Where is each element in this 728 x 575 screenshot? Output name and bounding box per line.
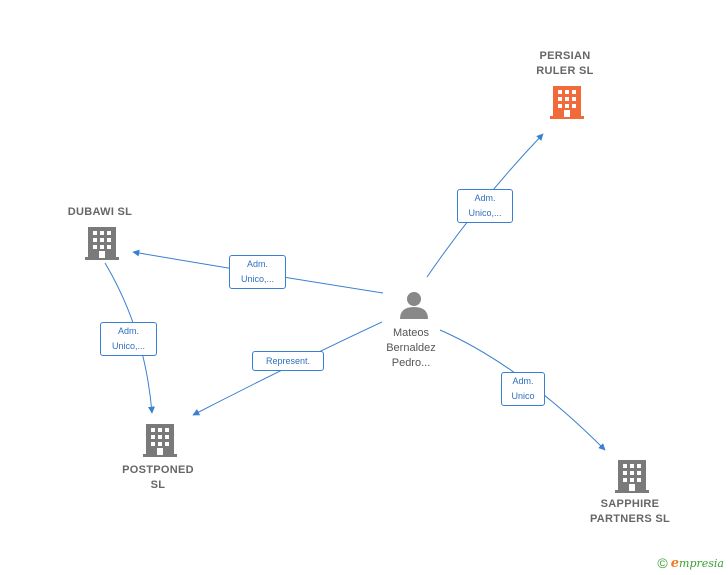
node-label-persian[interactable]: PERSIAN RULER SL: [536, 50, 594, 77]
node-label-postponed[interactable]: POSTPONED SL: [122, 464, 194, 491]
brand-name: mpresia: [679, 556, 724, 570]
building-icon-postponed[interactable]: [143, 424, 177, 457]
edge-label-person-postponed: Represent.: [252, 351, 324, 371]
copyright-icon: ©: [657, 555, 668, 571]
edge-label-person-dubawi: Adm. Unico,...: [229, 255, 286, 289]
node-label-sapphire[interactable]: SAPPHIRE PARTNERS SL: [589, 498, 671, 525]
edge-label-person-persian: Adm. Unico,...: [457, 189, 513, 223]
edge-label-person-sapphire: Adm. Unico: [501, 372, 545, 406]
footer-watermark: © empresia: [657, 555, 724, 571]
node-label-person[interactable]: Mateos Bernaldez Pedro...: [386, 327, 436, 369]
edge-label-dubawi-postponed: Adm. Unico,...: [100, 322, 157, 356]
person-icon[interactable]: [400, 292, 428, 319]
building-icon-persian[interactable]: [550, 86, 584, 119]
building-icon-sapphire[interactable]: [615, 460, 649, 493]
brand-logo: empresia: [671, 556, 724, 571]
building-icon-dubawi[interactable]: [85, 227, 119, 260]
node-label-dubawi[interactable]: DUBAWI SL: [67, 206, 133, 218]
brand-initial: e: [670, 555, 680, 571]
